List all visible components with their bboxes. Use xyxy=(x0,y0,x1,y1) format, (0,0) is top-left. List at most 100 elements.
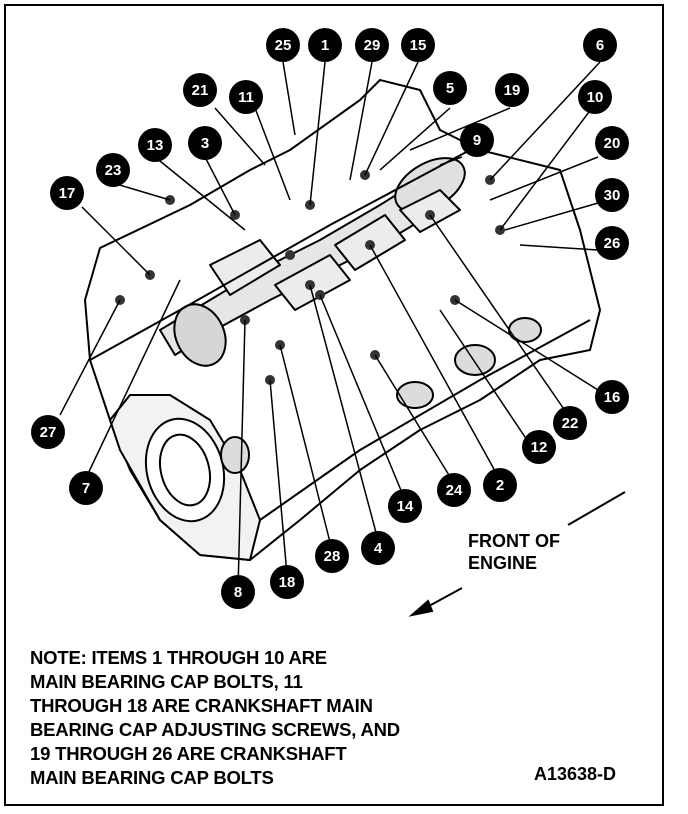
callout-bubble xyxy=(522,430,556,464)
callout-26: 26 xyxy=(595,226,629,260)
callout-bubble xyxy=(355,28,389,62)
callout-bubble xyxy=(578,80,612,114)
callout-bubble xyxy=(433,71,467,105)
callout-number: 21 xyxy=(192,82,209,99)
callout-number: 22 xyxy=(562,415,579,432)
callout-bubble xyxy=(388,489,422,523)
callout-bubble xyxy=(270,565,304,599)
callout-29: 29 xyxy=(355,28,389,62)
note-line: BEARING CAP ADJUSTING SCREWS, AND xyxy=(30,719,400,740)
callout-number: 25 xyxy=(275,37,292,54)
callout-25: 25 xyxy=(266,28,300,62)
callout-bubble xyxy=(583,28,617,62)
callout-21: 21 xyxy=(183,73,217,107)
callout-13: 13 xyxy=(138,128,172,162)
callout-number: 10 xyxy=(587,89,604,106)
callout-number: 16 xyxy=(604,389,621,406)
callout-bubble xyxy=(401,28,435,62)
callout-20: 20 xyxy=(595,126,629,160)
callout-23: 23 xyxy=(96,153,130,187)
callout-number: 23 xyxy=(105,162,122,179)
callout-5: 5 xyxy=(433,71,467,105)
callout-12: 12 xyxy=(522,430,556,464)
callout-bubble xyxy=(229,80,263,114)
callout-number: 19 xyxy=(504,82,521,99)
callout-bubble xyxy=(315,539,349,573)
callout-number: 14 xyxy=(397,498,414,515)
callout-bubble xyxy=(460,123,494,157)
bore-c xyxy=(396,381,434,409)
callout-8: 8 xyxy=(221,575,255,609)
callout-bubble xyxy=(50,176,84,210)
callout-bubble xyxy=(266,28,300,62)
callout-bubble xyxy=(183,73,217,107)
callout-bubble xyxy=(31,415,65,449)
callout-30: 30 xyxy=(595,178,629,212)
callout-number: 18 xyxy=(279,574,296,591)
callout-2: 2 xyxy=(483,468,517,502)
note-line: MAIN BEARING CAP BOLTS, 11 xyxy=(30,671,303,692)
front-label-line-1: FRONT OF xyxy=(468,531,560,551)
callout-10: 10 xyxy=(578,80,612,114)
callout-22: 22 xyxy=(553,406,587,440)
callout-bubble xyxy=(595,126,629,160)
pan-rail xyxy=(89,149,471,361)
callout-bubble xyxy=(595,178,629,212)
callout-bubble xyxy=(308,28,342,62)
callout-14: 14 xyxy=(388,489,422,523)
callout-bubble xyxy=(437,473,471,507)
callout-number: 15 xyxy=(410,37,427,54)
callout-number: 20 xyxy=(604,135,621,152)
callout-bubble xyxy=(361,531,395,565)
front-arrow xyxy=(408,491,626,617)
callout-number: 5 xyxy=(446,80,454,97)
callout-bubble xyxy=(96,153,130,187)
callout-bubble xyxy=(595,380,629,414)
callout-number: 6 xyxy=(596,37,604,54)
callout-28: 28 xyxy=(315,539,349,573)
callout-6: 6 xyxy=(583,28,617,62)
callout-bubble xyxy=(221,575,255,609)
callout-number: 29 xyxy=(364,37,381,54)
callout-1: 1 xyxy=(308,28,342,62)
callout-number: 4 xyxy=(374,540,383,557)
callout-number: 3 xyxy=(201,135,209,152)
callout-19: 19 xyxy=(495,73,529,107)
rear-seal-inner xyxy=(159,433,211,507)
callout-number: 27 xyxy=(40,424,57,441)
front-of-engine-label: FRONT OF ENGINE xyxy=(468,530,560,574)
bore-d xyxy=(220,436,250,474)
callout-17: 17 xyxy=(50,176,84,210)
callout-number: 17 xyxy=(59,185,76,202)
bore-a xyxy=(454,344,496,376)
figure-id: A13638-D xyxy=(534,764,617,784)
callout-number: 2 xyxy=(496,477,504,494)
front-label-line-2: ENGINE xyxy=(468,553,538,573)
callout-number: 26 xyxy=(604,235,621,252)
callout-number: 28 xyxy=(324,548,341,565)
callout-number: 24 xyxy=(446,482,463,499)
callout-bubble xyxy=(138,128,172,162)
callout-number: 13 xyxy=(147,137,164,154)
leader-lines xyxy=(59,61,601,591)
callout-18: 18 xyxy=(270,565,304,599)
note-line: NOTE: ITEMS 1 THROUGH 10 ARE xyxy=(30,647,327,668)
callout-bubble xyxy=(69,471,103,505)
note-line: THROUGH 18 ARE CRANKSHAFT MAIN xyxy=(30,695,373,716)
callout-16: 16 xyxy=(595,380,629,414)
callout-number: 8 xyxy=(234,584,242,601)
callout-bubble xyxy=(595,226,629,260)
bore-b xyxy=(508,317,542,343)
callout-number: 7 xyxy=(82,480,90,497)
callout-3: 3 xyxy=(188,126,222,160)
callout-number: 12 xyxy=(531,439,548,456)
callout-number: 30 xyxy=(604,187,621,204)
callout-24: 24 xyxy=(437,473,471,507)
note-line: 19 THROUGH 26 ARE CRANKSHAFT xyxy=(30,743,347,764)
callout-7: 7 xyxy=(69,471,103,505)
callout-bubble xyxy=(483,468,517,502)
callout-bubble xyxy=(495,73,529,107)
callout-11: 11 xyxy=(229,80,263,114)
